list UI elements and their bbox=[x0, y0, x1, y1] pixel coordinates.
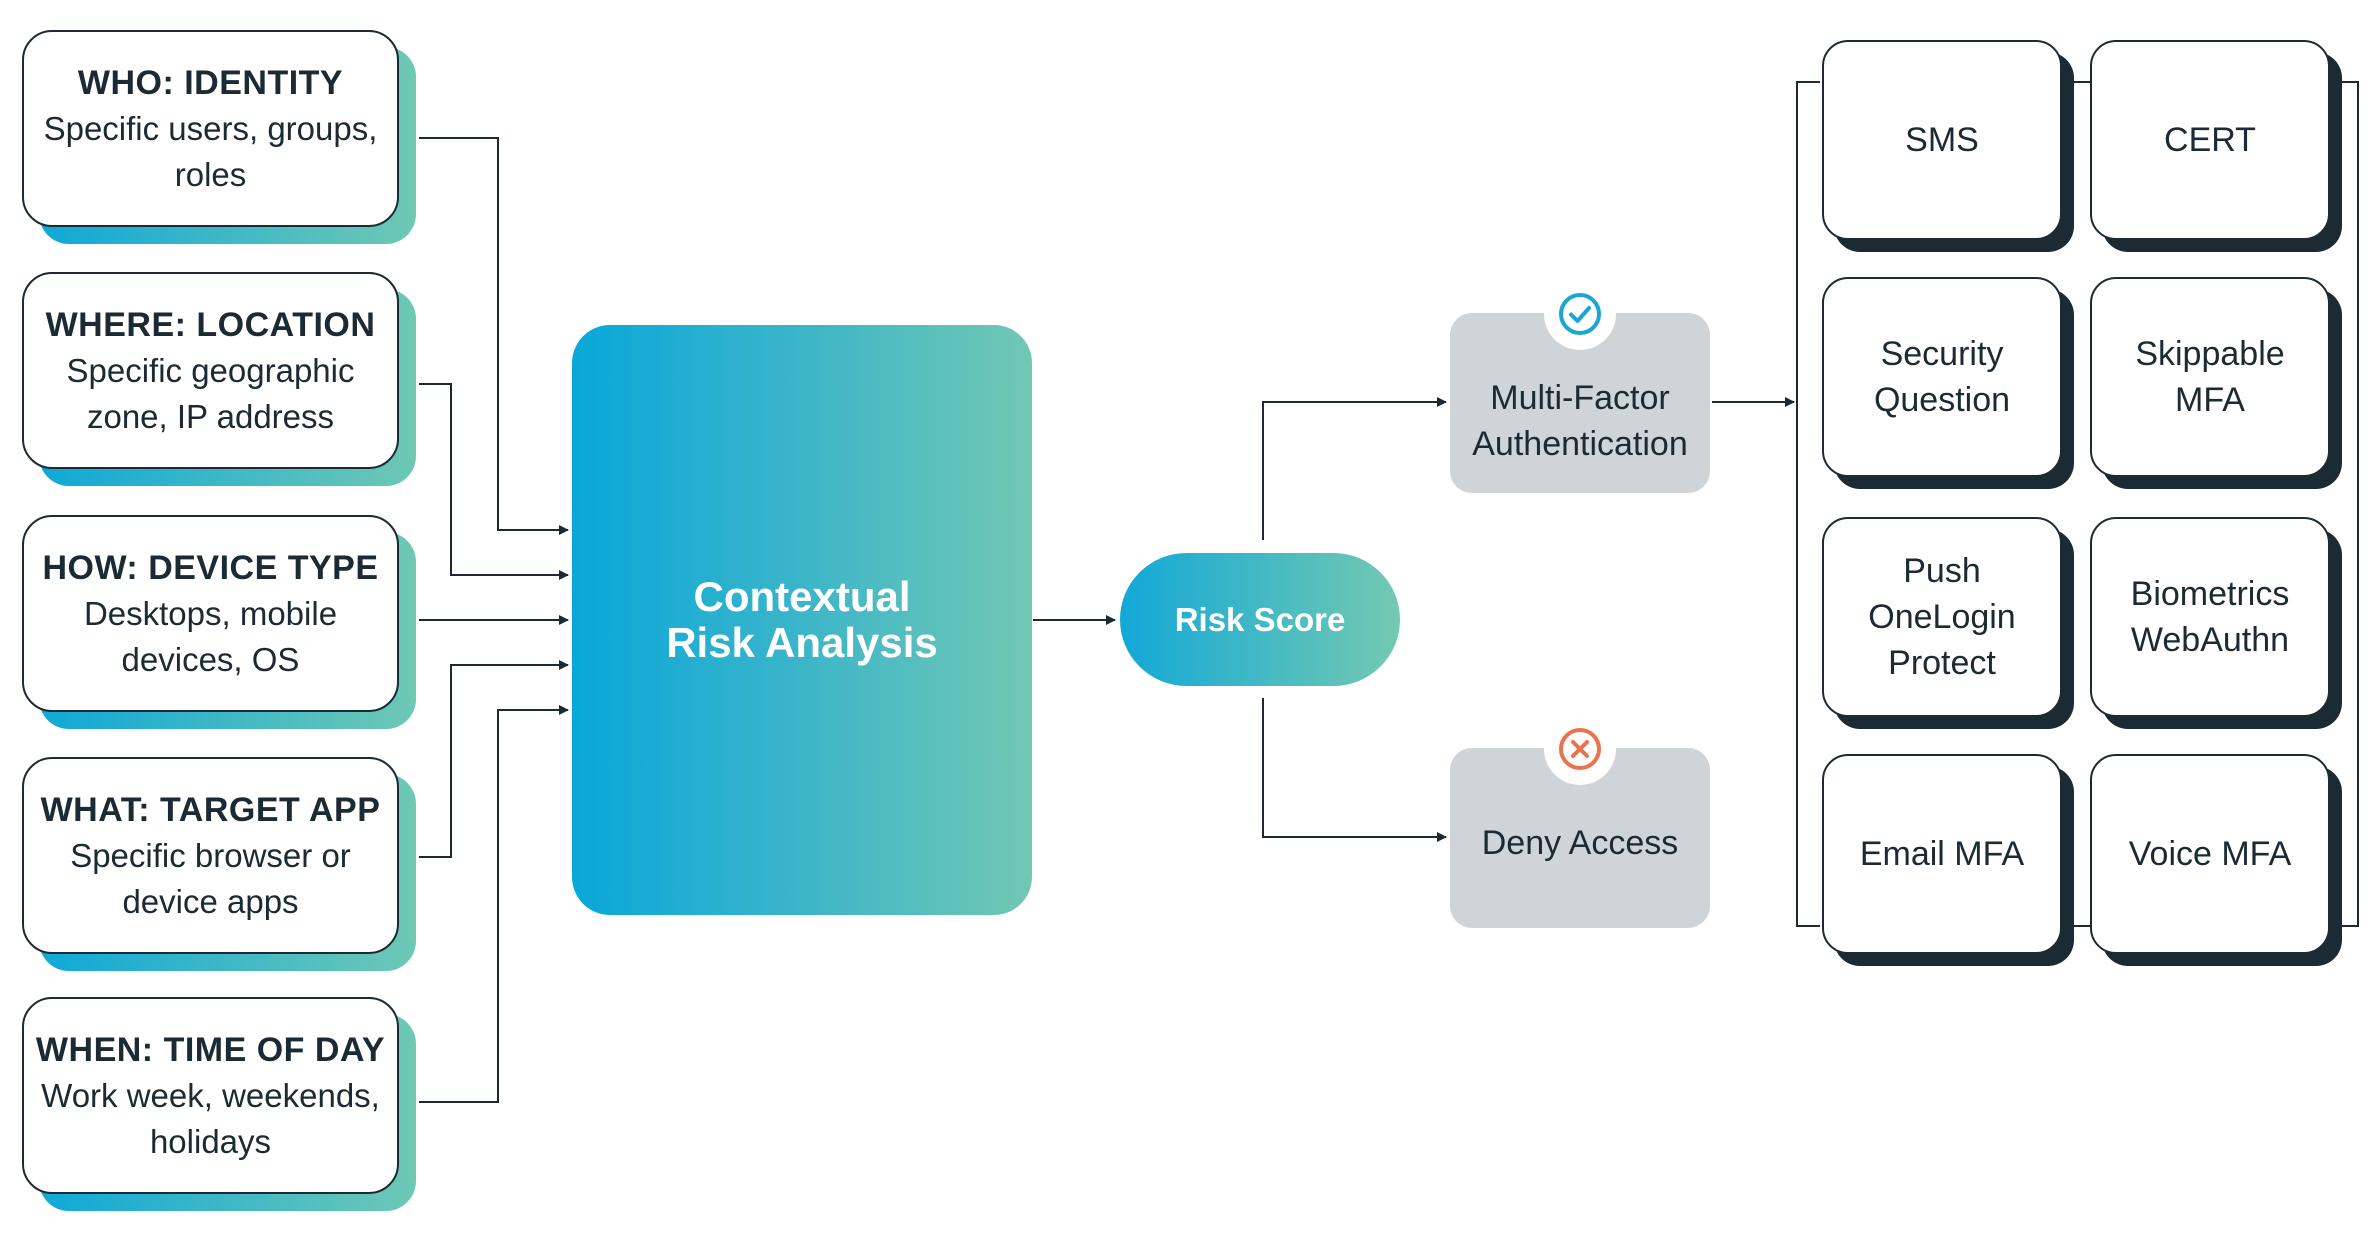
methods-bracket-right bbox=[2330, 81, 2359, 927]
method-card: Skippable MFA bbox=[2090, 277, 2330, 477]
method-push-onelogin-protect: Push OneLogin Protect bbox=[1822, 517, 2074, 729]
factor-target-app: WHAT: TARGET APP Specific browser or dev… bbox=[22, 757, 416, 971]
method-label: CERT bbox=[2164, 121, 2256, 159]
method-card: SMS bbox=[1822, 40, 2062, 240]
risk-score-pill: Risk Score bbox=[1120, 553, 1400, 686]
risk-score-label: Risk Score bbox=[1174, 600, 1346, 638]
factor-card: WHO: IDENTITY Specific users, groups, ro… bbox=[22, 30, 399, 227]
factor-description: Specific users, groups, roles bbox=[43, 109, 378, 193]
method-label: SMS bbox=[1905, 121, 1979, 159]
factor-card: HOW: DEVICE TYPE Desktops, mobile device… bbox=[22, 515, 399, 712]
method-sms: SMS bbox=[1822, 40, 2074, 252]
factor-time-of-day: WHEN: TIME OF DAY Work week, weekends, h… bbox=[22, 997, 416, 1211]
method-card: Push OneLogin Protect bbox=[1822, 517, 2062, 717]
analysis-label: Contextual Risk Analysis bbox=[666, 573, 938, 666]
deny-outcome-label: Deny Access bbox=[1481, 824, 1679, 862]
factor-card: WHERE: LOCATION Specific geographic zone… bbox=[22, 272, 399, 469]
factor-description: Specific geographic zone, IP address bbox=[66, 351, 355, 435]
method-label: Push OneLogin Protect bbox=[1868, 552, 2016, 682]
factor-card: WHEN: TIME OF DAY Work week, weekends, h… bbox=[22, 997, 399, 1194]
connector-time bbox=[419, 705, 569, 1103]
method-label: Voice MFA bbox=[2128, 835, 2292, 873]
check-circle-icon bbox=[1559, 293, 1601, 335]
factor-identity: WHO: IDENTITY Specific users, groups, ro… bbox=[22, 30, 416, 244]
factor-device-type: HOW: DEVICE TYPE Desktops, mobile device… bbox=[22, 515, 416, 729]
method-voice-mfa: Voice MFA bbox=[2090, 754, 2342, 966]
method-card: Email MFA bbox=[1822, 754, 2062, 954]
method-cert: CERT bbox=[2090, 40, 2342, 252]
mfa-status-badge bbox=[1544, 278, 1616, 350]
factor-title: WHO: IDENTITY bbox=[77, 63, 344, 102]
method-card: Biometrics WebAuthn bbox=[2090, 517, 2330, 717]
method-label: Email MFA bbox=[1859, 835, 2025, 873]
deny-status-badge bbox=[1544, 713, 1616, 785]
connector-identity bbox=[419, 137, 569, 535]
method-security-question: Security Question bbox=[1822, 277, 2074, 489]
factor-card: WHAT: TARGET APP Specific browser or dev… bbox=[22, 757, 399, 954]
connector-app bbox=[419, 660, 569, 858]
contextual-risk-analysis-box: Contextual Risk Analysis bbox=[572, 325, 1032, 915]
method-label: Skippable MFA bbox=[2135, 335, 2285, 419]
methods-bracket-left bbox=[1796, 81, 1820, 927]
factor-description: Work week, weekends, holidays bbox=[41, 1076, 380, 1160]
factor-title: WHERE: LOCATION bbox=[45, 305, 376, 344]
factor-title: WHEN: TIME OF DAY bbox=[35, 1030, 386, 1069]
method-biometrics-webauthn: Biometrics WebAuthn bbox=[2090, 517, 2342, 729]
factor-description: Specific browser or device apps bbox=[70, 836, 351, 920]
method-email-mfa: Email MFA bbox=[1822, 754, 2074, 966]
x-circle-icon bbox=[1559, 728, 1601, 770]
method-label: Biometrics WebAuthn bbox=[2130, 575, 2290, 659]
factor-description: Desktops, mobile devices, OS bbox=[83, 594, 338, 678]
connector-location bbox=[419, 383, 569, 580]
method-card: CERT bbox=[2090, 40, 2330, 240]
mfa-outcome-label: Multi-Factor Authentication bbox=[1472, 379, 1688, 463]
factor-title: WHAT: TARGET APP bbox=[40, 790, 381, 829]
method-card: Voice MFA bbox=[2090, 754, 2330, 954]
factor-title: HOW: DEVICE TYPE bbox=[42, 548, 379, 587]
connector-score-to-mfa bbox=[1262, 397, 1447, 540]
method-skippable-mfa: Skippable MFA bbox=[2090, 277, 2342, 489]
connector-score-to-deny bbox=[1262, 698, 1447, 842]
method-label: Security Question bbox=[1873, 335, 2011, 419]
method-card: Security Question bbox=[1822, 277, 2062, 477]
factor-location: WHERE: LOCATION Specific geographic zone… bbox=[22, 272, 416, 486]
